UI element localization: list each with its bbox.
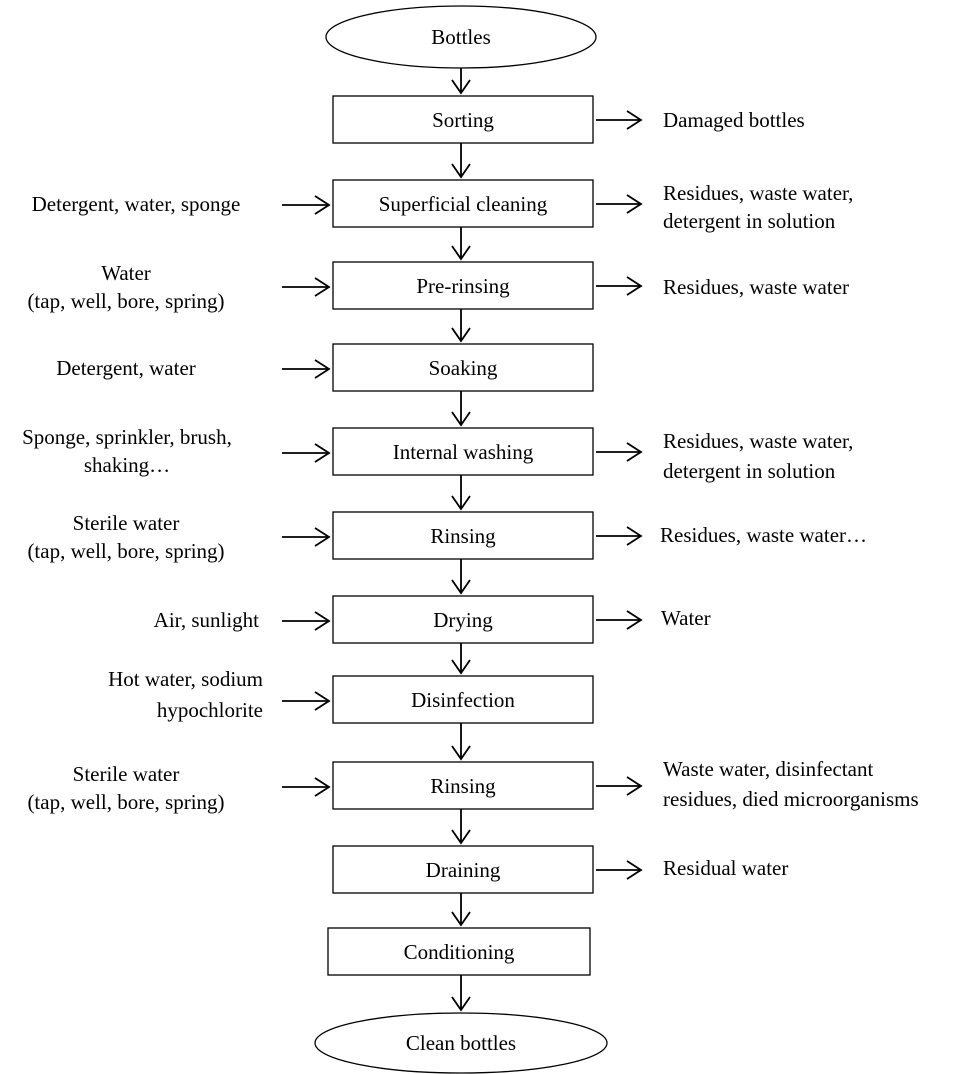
flow-arrow-down — [451, 643, 471, 675]
output-arrow — [596, 110, 643, 130]
step-label: Rinsing — [430, 524, 496, 548]
output-label: Waste water, disinfectant — [663, 757, 873, 781]
output-label: Residues, waste water… — [660, 523, 867, 547]
output-label: Water — [661, 606, 711, 630]
end-terminal — [314, 1012, 608, 1074]
process-box — [332, 761, 594, 810]
flow-arrow-down — [451, 559, 471, 595]
output-labels: Damaged bottles Residues, waste water, d… — [660, 108, 919, 880]
input-arrow — [282, 691, 331, 711]
input-arrow — [282, 195, 331, 215]
input-arrow — [282, 527, 331, 547]
process-box — [332, 179, 594, 228]
output-label: Damaged bottles — [663, 108, 805, 132]
step-label: Sorting — [432, 108, 494, 132]
output-arrow — [596, 860, 643, 880]
input-arrow — [282, 777, 331, 797]
flow-step-disinfection: Disinfection — [332, 675, 594, 724]
flow-arrow-down — [451, 227, 471, 261]
flow-step-drying: Drying — [332, 595, 594, 644]
flow-arrow-down — [451, 391, 471, 427]
step-label: Disinfection — [411, 688, 515, 712]
input-arrow — [282, 277, 331, 297]
input-label: Water — [101, 261, 151, 285]
flow-arrow-down — [451, 68, 471, 95]
output-label: Residual water — [663, 856, 788, 880]
end-label: Clean bottles — [406, 1031, 516, 1055]
flow-arrow-down — [451, 475, 471, 511]
flow-step-rinsing-2: Rinsing — [332, 761, 594, 810]
process-box — [332, 595, 594, 644]
process-box — [332, 845, 594, 894]
step-label: Internal washing — [393, 440, 534, 464]
output-label: Residues, waste water — [663, 275, 849, 299]
input-label: Air, sunlight — [154, 608, 259, 632]
output-arrow — [596, 526, 643, 546]
flow-step-pre-rinsing: Pre-rinsing — [332, 261, 594, 310]
process-box — [327, 927, 591, 976]
input-labels: Detergent, water, sponge Water (tap, wel… — [22, 192, 263, 814]
input-label: Sterile water — [73, 511, 180, 535]
output-label: detergent in solution — [663, 209, 836, 233]
process-box — [332, 95, 594, 144]
flow-step-superficial-cleaning: Superficial cleaning — [332, 179, 594, 228]
output-arrow — [596, 442, 643, 462]
input-label: (tap, well, bore, spring) — [27, 790, 224, 814]
input-arrows — [282, 195, 331, 797]
input-label: (tap, well, bore, spring) — [27, 539, 224, 563]
step-label: Soaking — [429, 356, 498, 380]
step-label: Draining — [426, 858, 501, 882]
flow-step-draining: Draining — [332, 845, 594, 894]
step-label: Conditioning — [404, 940, 515, 964]
flow-step-soaking: Soaking — [332, 343, 594, 392]
output-label: residues, died microorganisms — [663, 787, 919, 811]
input-arrow — [282, 359, 331, 379]
step-label: Rinsing — [430, 774, 496, 798]
input-label: Detergent, water, sponge — [32, 192, 241, 216]
flow-step-sorting: Sorting — [332, 95, 594, 144]
input-label: hypochlorite — [157, 698, 263, 722]
output-arrow — [596, 610, 643, 630]
input-arrow — [282, 611, 331, 631]
input-label: Sponge, sprinkler, brush, — [22, 425, 232, 449]
flow-arrow-down — [451, 143, 471, 179]
flow-arrow-down — [451, 309, 471, 343]
input-label: Sterile water — [73, 762, 180, 786]
input-label: Hot water, sodium — [108, 667, 263, 691]
flow-arrow-down — [451, 809, 471, 845]
output-arrows — [596, 110, 643, 880]
flow-step-internal-washing: Internal washing — [332, 427, 594, 476]
flow-arrows — [451, 68, 471, 1012]
step-label: Drying — [433, 608, 493, 632]
input-label: shaking… — [84, 453, 170, 477]
step-label: Pre-rinsing — [416, 274, 510, 298]
input-arrow — [282, 443, 331, 463]
input-label: (tap, well, bore, spring) — [27, 289, 224, 313]
start-label: Bottles — [431, 25, 491, 49]
output-arrow — [596, 276, 643, 296]
output-label: detergent in solution — [663, 459, 836, 483]
process-box — [332, 675, 594, 724]
output-label: Residues, waste water, — [663, 181, 853, 205]
step-label: Superficial cleaning — [379, 192, 548, 216]
output-arrow — [596, 194, 643, 214]
output-label: Residues, waste water, — [663, 429, 853, 453]
output-arrow — [596, 776, 643, 796]
flow-arrow-down — [451, 893, 471, 927]
flow-arrow-down — [451, 723, 471, 761]
process-box — [332, 511, 594, 560]
process-box — [332, 427, 594, 476]
process-box — [332, 343, 594, 392]
flow-step-rinsing-1: Rinsing — [332, 511, 594, 560]
input-label: Detergent, water — [56, 356, 196, 380]
flow-arrow-down — [451, 975, 471, 1012]
flow-step-conditioning: Conditioning — [327, 927, 591, 976]
process-box — [332, 261, 594, 310]
